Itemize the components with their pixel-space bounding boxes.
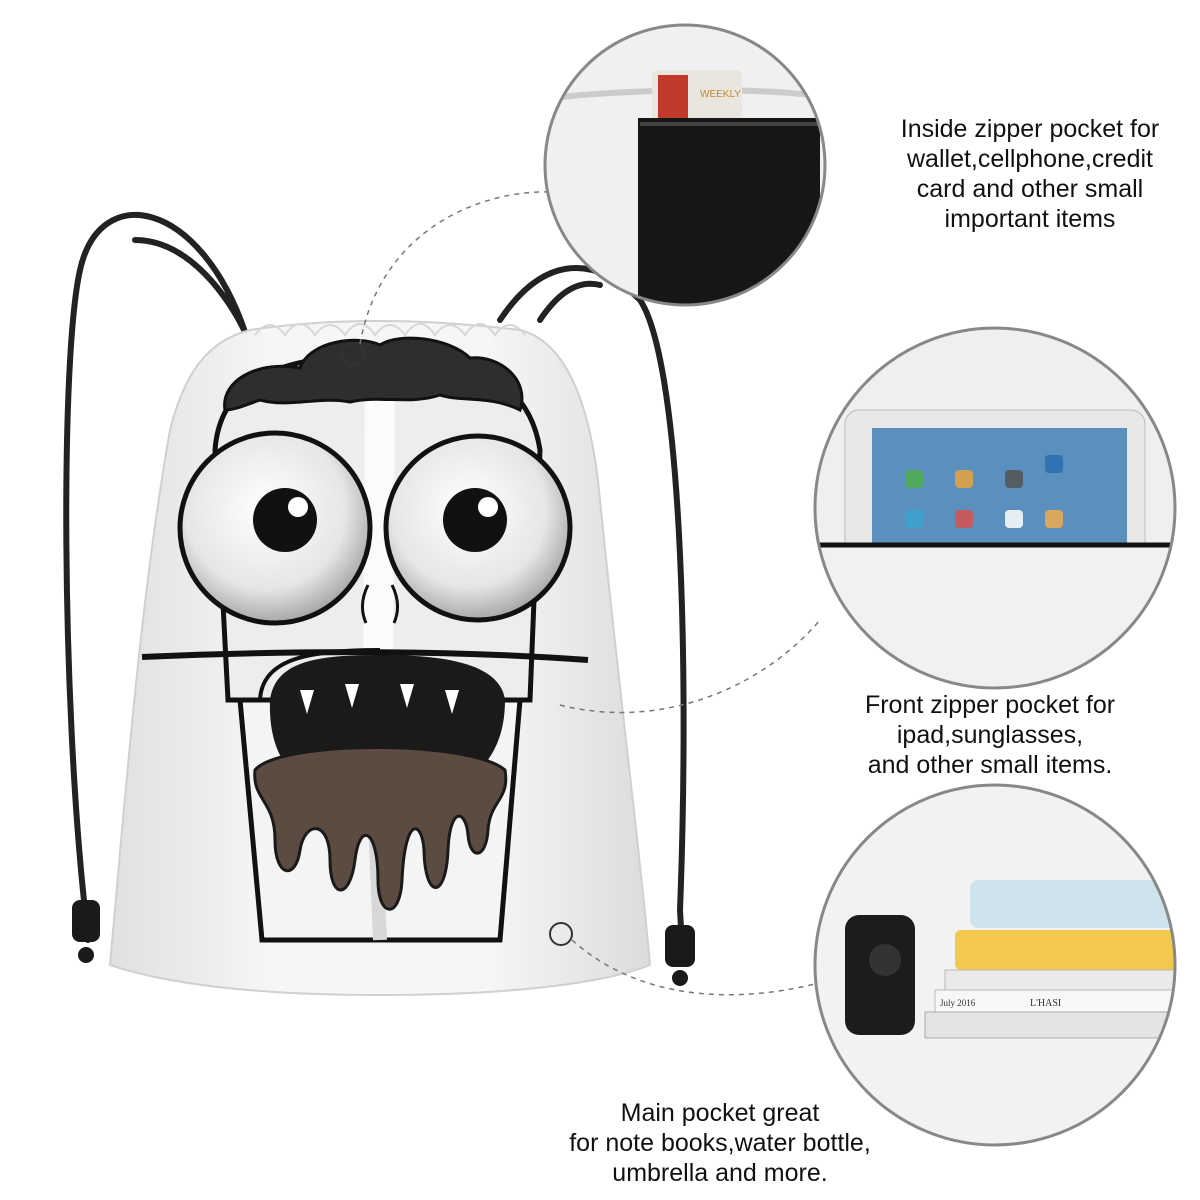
svg-text:L'HASI: L'HASI: [1030, 998, 1061, 1009]
front-pocket-caption: Front zipper pocket for ipad,sunglasses,…: [820, 690, 1160, 780]
front-zipper: [141, 649, 589, 663]
caption-line: umbrella and more.: [612, 1159, 828, 1187]
caption-line: and other small items.: [867, 751, 1113, 779]
caption-line: Front zipper pocket for: [864, 691, 1116, 719]
callout-marker-top: [341, 342, 365, 366]
inside-pocket-photo: WEEKLY: [543, 23, 827, 307]
bag-ruffle: [254, 323, 526, 337]
svg-text:July 2016: July 2016: [940, 998, 976, 1008]
chocolate-drip: [253, 746, 508, 911]
caption-line: Main pocket great: [620, 1099, 820, 1127]
inside-pocket-caption: Inside zipper pocket for wallet,cellphon…: [870, 114, 1190, 234]
svg-text:WEEKLY: WEEKLY: [700, 89, 741, 100]
caption-line: Inside zipper pocket for: [900, 115, 1160, 143]
main-pocket-photo: July 2016 L'HASI: [813, 783, 1177, 1147]
callout-marker-bottom: [549, 922, 573, 946]
caption-line: important items: [944, 205, 1116, 233]
leader-lines: [359, 191, 831, 996]
drawstring-cords: [63, 211, 687, 948]
caption-line: ipad,sunglasses,: [896, 721, 1084, 749]
hair: [223, 336, 524, 413]
caption-line: wallet,cellphone,credit: [907, 145, 1153, 173]
main-pocket-caption: Main pocket great for note books,water b…: [540, 1098, 900, 1188]
cord-ends: [72, 900, 695, 986]
cup-character: [177, 336, 573, 943]
caption-line: card and other small: [916, 175, 1144, 203]
front-pocket-photo: [813, 326, 1177, 690]
caption-line: for note books,water bottle,: [569, 1129, 871, 1157]
